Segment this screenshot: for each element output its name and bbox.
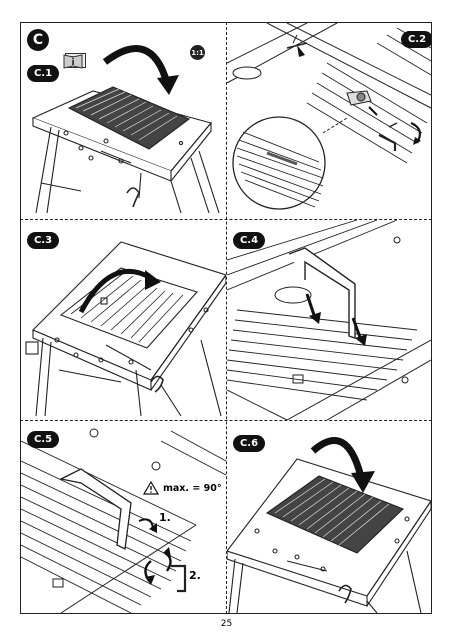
horizontal-divider-2 <box>20 420 432 421</box>
panel-c3: C.3 <box>21 220 226 420</box>
blade-guard-illustration <box>227 220 431 420</box>
panel-c1: C C.1 i 12 1:1 <box>21 23 226 219</box>
panel-c4: C.4 <box>227 220 431 420</box>
blade-detail-illustration <box>227 23 431 210</box>
section-badge: C <box>27 29 49 51</box>
table-illustration-c1 <box>31 45 220 214</box>
step-badge-c4: C.4 <box>233 232 265 249</box>
guard-angle-illustration <box>21 428 226 613</box>
table-illustration-c3 <box>25 241 226 417</box>
vertical-divider <box>226 22 227 614</box>
step-label-1: 1. <box>159 511 171 524</box>
info-note: i 12 <box>63 53 87 69</box>
horizontal-divider-1 <box>20 219 432 220</box>
step-badge-c1: C.1 <box>27 65 59 82</box>
info-book-icon: i <box>63 54 83 69</box>
step-badge-c5: C.5 <box>27 431 59 448</box>
panel-c2: C.2 <box>227 23 431 219</box>
panel-c5: C.5 max. = 90° 1. 2. <box>21 421 226 613</box>
ratio-symbol: 1:1 <box>190 45 205 60</box>
step-label-2: 2. <box>189 569 201 582</box>
table-illustration-c6 <box>227 437 431 613</box>
step-badge-c2: C.2 <box>401 31 431 48</box>
warning-triangle-icon <box>143 481 159 495</box>
page-number: 25 <box>220 619 233 629</box>
panel-c6: C.6 <box>227 421 431 613</box>
warning-text: max. = 90° <box>163 483 222 494</box>
svg-text:i: i <box>71 58 74 68</box>
step-badge-c3: C.3 <box>27 232 59 249</box>
step-badge-c6: C.6 <box>233 435 265 452</box>
